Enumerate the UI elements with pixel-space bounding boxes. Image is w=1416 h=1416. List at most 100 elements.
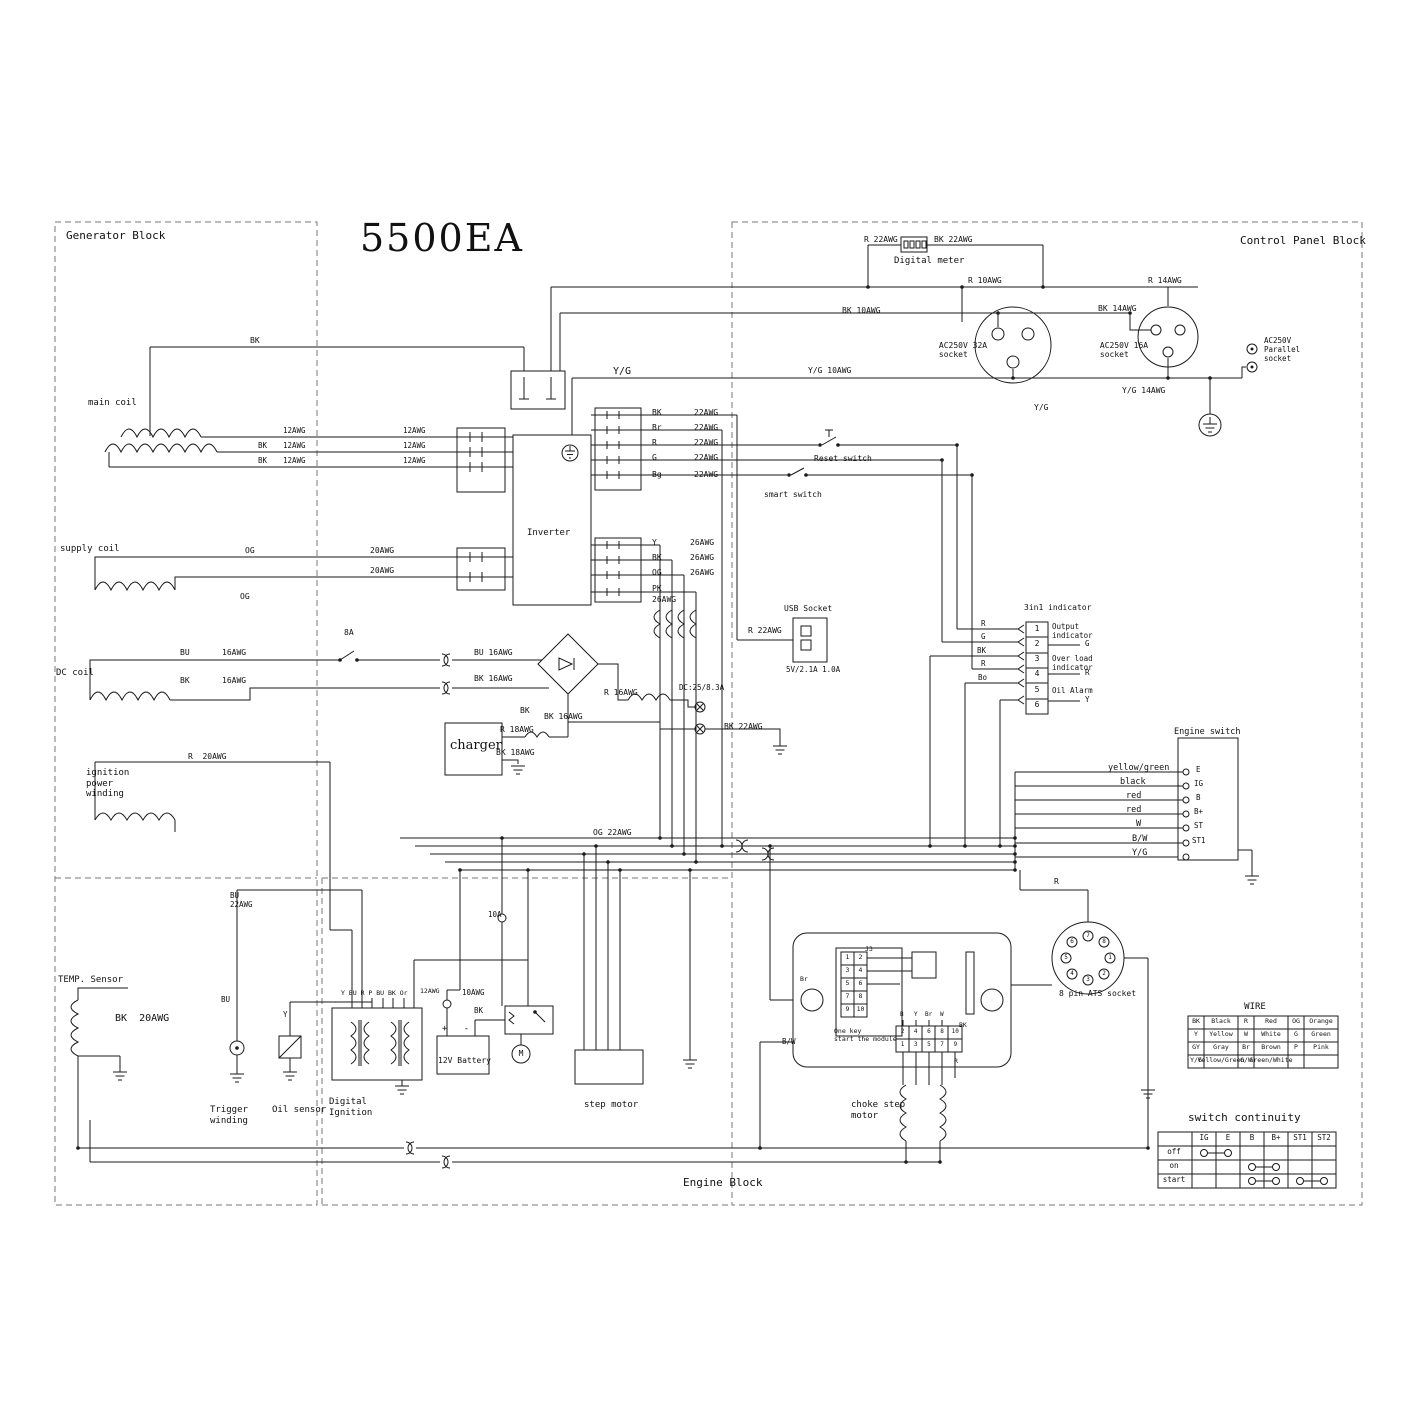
supply-coil-label: supply coil bbox=[60, 544, 120, 554]
wire-label-bk14awg: BK 14AWG bbox=[1098, 304, 1137, 313]
wire-label-yg-inverter: Y/G bbox=[613, 366, 632, 377]
parallel-socket-label: AC250V Parallel socket bbox=[1264, 336, 1301, 363]
wire-label-og22awg: OG 22AWG bbox=[593, 828, 632, 837]
esw-color-red2: red bbox=[1126, 805, 1142, 815]
wire-label-bk-batt: BK bbox=[474, 1006, 484, 1015]
continuity-col-header: B bbox=[1249, 1133, 1255, 1142]
ats-pin-number: 2 bbox=[1102, 970, 1106, 977]
choke-grid-pin-number: 9 bbox=[845, 1005, 850, 1013]
wire-label-r16awg: R 16AWG bbox=[604, 688, 638, 697]
awg12-c2: 12AWG bbox=[403, 456, 426, 465]
pin-gauge-og26: 26AWG bbox=[690, 568, 715, 577]
diagram-title: 5500EA bbox=[360, 216, 524, 260]
choke-bottom-pin-number: 10 bbox=[951, 1028, 959, 1035]
usb-socket-label: USB Socket bbox=[784, 604, 833, 613]
ind-right-y: Y bbox=[1085, 695, 1090, 704]
esw-color-w: W bbox=[1136, 819, 1142, 829]
wire-label-r22awg-usb: R 22AWG bbox=[748, 626, 782, 635]
wire-label-r20awg: R 20AWG bbox=[188, 752, 227, 761]
ats-pin-number: 6 bbox=[1070, 938, 1074, 945]
bk-row2: BK bbox=[258, 441, 268, 450]
dc-rating-label: DC:25/8.3A bbox=[679, 683, 725, 692]
wire-label-y-oil: Y bbox=[283, 1010, 288, 1019]
wire-label-bk-top: BK bbox=[250, 336, 260, 345]
ats-socket-label: 8 pin ATS socket bbox=[1059, 989, 1137, 998]
control-panel-block-label: Control Panel Block bbox=[1240, 234, 1366, 247]
choke-bottom-pin-number: 7 bbox=[940, 1041, 944, 1048]
wire-label-12awg-ign: 12AWG bbox=[420, 987, 440, 995]
step-motor-label: step motor bbox=[584, 1100, 639, 1110]
wire-table-cell: Green bbox=[1311, 1030, 1331, 1038]
esw-pin-ig: IG bbox=[1194, 779, 1204, 788]
fuse-8a-label: 8A bbox=[344, 628, 354, 637]
ind-pin-g: G bbox=[981, 632, 986, 641]
choke-grid-pin-number: 8 bbox=[858, 992, 863, 1000]
choke-grid-pin-number: 10 bbox=[856, 1005, 865, 1013]
wire-table-cell: R bbox=[1244, 1017, 1248, 1025]
choke-grid-pin-number: 7 bbox=[845, 992, 850, 1000]
motor-m-label: M bbox=[518, 1049, 524, 1058]
awg12-b1: 12AWG bbox=[283, 441, 306, 450]
inverter-label: Inverter bbox=[527, 528, 571, 538]
ignition-power-winding-label: ignition power winding bbox=[86, 768, 130, 800]
wire-table-cell: White bbox=[1261, 1030, 1281, 1038]
ats-pin-number: 5 bbox=[1064, 954, 1068, 961]
oil-sensor-label: Oil sensor bbox=[272, 1105, 327, 1115]
continuity-title: switch continuity bbox=[1188, 1111, 1301, 1124]
wire-label-bk20awg: BK 20AWG bbox=[115, 1013, 170, 1024]
digital-ignition-label: Digital Ignition bbox=[329, 1097, 373, 1118]
wire-label-20awg-1: 20AWG bbox=[370, 546, 395, 555]
wire-table-cell: Brown bbox=[1261, 1043, 1281, 1051]
wire-label-bk22awg-meter: BK 22AWG bbox=[934, 235, 973, 244]
wire-table-cell: Yellow/Green bbox=[1197, 1056, 1245, 1064]
wire-table-cell: G bbox=[1294, 1030, 1298, 1038]
awg12-c1: 12AWG bbox=[283, 456, 306, 465]
wire-table-cell: Pink bbox=[1313, 1043, 1329, 1051]
esw-pin-e: E bbox=[1196, 765, 1201, 774]
esw-pin-bplus: B+ bbox=[1194, 807, 1204, 816]
engine-block-frame bbox=[55, 877, 732, 1206]
ats-pin-number: 3 bbox=[1086, 976, 1090, 983]
pin-label-y26: Y bbox=[652, 538, 657, 547]
pin-label-og26: OG bbox=[652, 568, 662, 577]
dc-coil-label: DC coil bbox=[56, 668, 94, 678]
fuse-10a-label: 10A bbox=[488, 910, 502, 919]
choke-bottom-pin-number: 9 bbox=[953, 1041, 958, 1048]
choke-grid-pin-number: 2 bbox=[858, 953, 863, 961]
wire-table-title: WIRE bbox=[1244, 1002, 1266, 1012]
ignition-pin-colors: Y BU R P BU BK Or bbox=[341, 989, 408, 997]
choke-grid-pin-number: 6 bbox=[858, 979, 863, 987]
choke-bottom-pin-number: 6 bbox=[927, 1028, 931, 1035]
wire-table-cell: Orange bbox=[1309, 1017, 1333, 1025]
ind-pin-bk: BK bbox=[977, 646, 987, 655]
choke-bottom-pin-number: 4 bbox=[913, 1028, 918, 1035]
wire-label-og-1: OG bbox=[245, 546, 255, 555]
oil-alarm-label: Oil Alarm bbox=[1052, 686, 1093, 695]
overload-indicator-label: Over load indicator bbox=[1052, 654, 1093, 672]
wire-table-cell: W bbox=[1244, 1030, 1248, 1038]
esw-color-red1: red bbox=[1126, 791, 1142, 801]
wire-label-bk16awg: BK 16AWG bbox=[474, 674, 513, 683]
ac-16a-socket-label: AC250V 16A socket bbox=[1099, 341, 1149, 360]
usb-rating-label: 5V/2.1A 1.0A bbox=[786, 665, 841, 674]
choke-bottom-pin-number: 1 bbox=[900, 1041, 905, 1048]
pin-gauge-bg22: 22AWG bbox=[694, 470, 719, 479]
pin-label-bg22: Bg bbox=[652, 470, 662, 479]
esw-pin-b: B bbox=[1196, 793, 1201, 802]
wire-table-cell: Green/White bbox=[1249, 1056, 1293, 1064]
indicator-pin-number: 6 bbox=[1034, 700, 1040, 709]
bk-row3: BK bbox=[258, 456, 268, 465]
choke-grid-pin-number: 3 bbox=[845, 966, 850, 974]
pin-label-g22: G bbox=[652, 453, 657, 462]
output-indicator-label: Output indicator bbox=[1052, 622, 1093, 640]
continuity-row-label: on bbox=[1169, 1161, 1179, 1170]
trigger-winding-label: Trigger winding bbox=[210, 1105, 248, 1126]
battery-terminals: + - bbox=[442, 1024, 470, 1034]
wire-label-bu16awg: BU 16AWG bbox=[474, 648, 513, 657]
battery-label: 12V Battery bbox=[438, 1056, 491, 1065]
wire-label-bw-choke: B/W bbox=[782, 1037, 796, 1046]
engine-block-label: Engine Block bbox=[683, 1176, 763, 1189]
wire-table-cell: Y bbox=[1194, 1030, 1198, 1038]
wire-table-cell: G/W bbox=[1240, 1056, 1252, 1064]
